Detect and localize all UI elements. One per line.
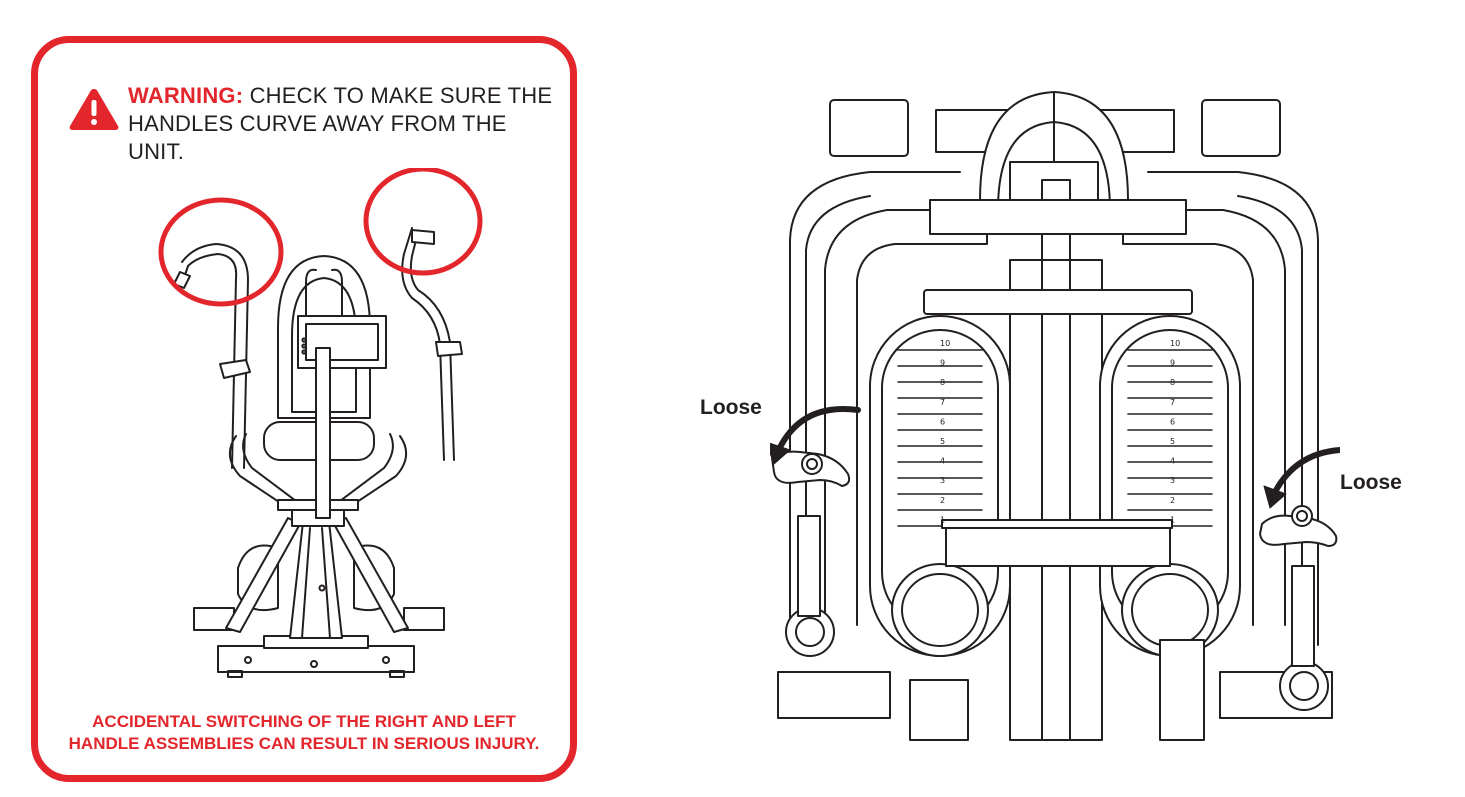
weight-scale-number: 10 — [1170, 339, 1180, 348]
weight-scale-number: 2 — [1170, 496, 1175, 505]
weight-scale-number: 1 — [1170, 515, 1175, 524]
weight-scale-number: 2 — [940, 496, 945, 505]
highlight-circle-right — [363, 168, 483, 276]
warning-line1: CHECK TO MAKE SURE THE — [243, 83, 553, 108]
caution-line2: HANDLE ASSEMBLIES CAN RESULT IN SERIOUS … — [68, 734, 540, 753]
warning-header: WARNING: CHECK TO MAKE SURE THE HANDLES … — [68, 83, 568, 164]
caution-line1: ACCIDENTAL SWITCHING OF THE RIGHT AND LE… — [92, 712, 516, 731]
weight-scale-number: 4 — [940, 457, 945, 466]
loose-arrow-left — [773, 406, 861, 459]
knob-detail-drawing — [770, 91, 1340, 741]
weight-scale-numbers: 10 9 8 7 6 5 4 3 2 1 10 9 8 7 6 5 4 3 2 1 — [940, 339, 1180, 524]
weight-scale-number: 3 — [1170, 476, 1175, 485]
caution-text: ACCIDENTAL SWITCHING OF THE RIGHT AND LE… — [38, 711, 570, 755]
warning-triangle-icon — [69, 89, 119, 130]
weight-scale-number: 6 — [1170, 417, 1175, 426]
handle-highlight-circles — [158, 168, 483, 307]
weight-scale-number: 8 — [1170, 378, 1175, 387]
highlight-circle-left — [158, 197, 284, 307]
warning-line2: HANDLES CURVE AWAY FROM THE UNIT. — [128, 111, 507, 164]
weight-scale-number: 3 — [940, 476, 945, 485]
weight-scale-number: 1 — [940, 515, 945, 524]
front-view-machine-drawing — [173, 227, 463, 678]
weight-scale-number: 9 — [940, 359, 945, 368]
loose-label-left: Loose — [700, 396, 762, 419]
loose-label-right: Loose — [1340, 471, 1402, 494]
weight-scale-number: 7 — [1170, 398, 1175, 407]
weight-scale-number: 6 — [940, 417, 945, 426]
weight-stack-lines — [897, 349, 1213, 527]
warning-label: WARNING: — [128, 83, 244, 108]
weight-scale-number: 8 — [940, 378, 945, 387]
warning-text: WARNING: CHECK TO MAKE SURE THE HANDLES … — [128, 82, 568, 166]
weight-scale-number: 5 — [940, 437, 945, 446]
warning-panel: WARNING: CHECK TO MAKE SURE THE HANDLES … — [31, 36, 577, 782]
weight-scale-number: 10 — [940, 339, 950, 348]
weight-scale-number: 4 — [1170, 457, 1175, 466]
weight-scale-number: 9 — [1170, 359, 1175, 368]
loose-arrow-right — [1269, 447, 1340, 501]
weight-scale-number: 7 — [940, 398, 945, 407]
weight-scale-number: 5 — [1170, 437, 1175, 446]
